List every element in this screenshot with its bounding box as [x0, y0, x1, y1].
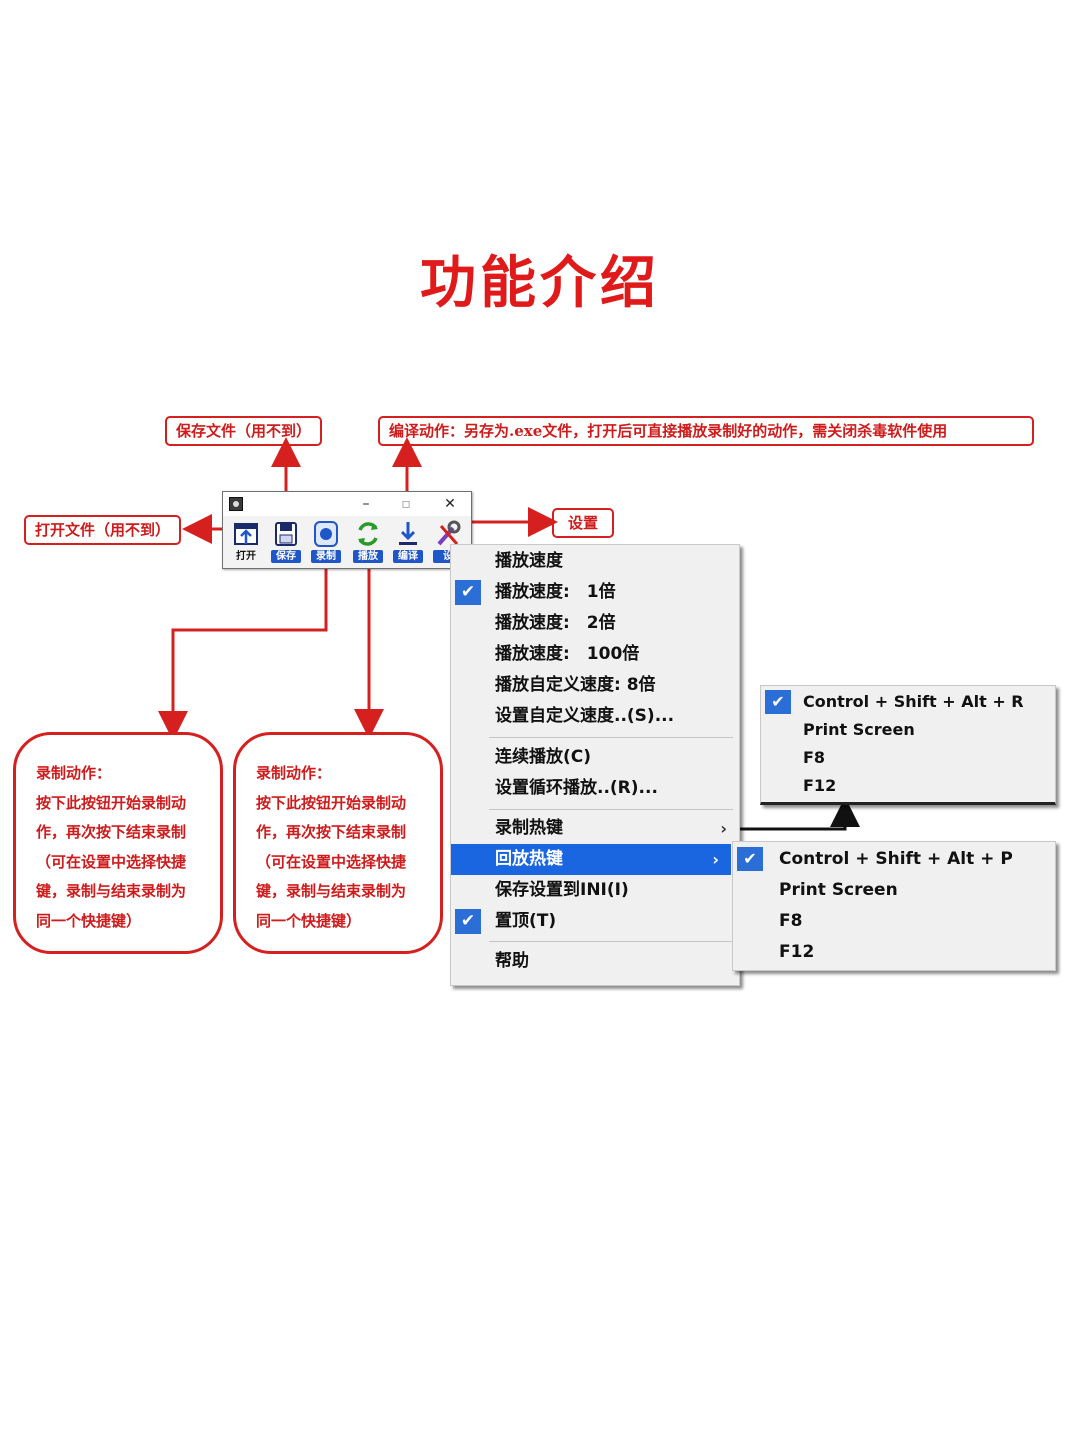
hotkey-label: F12	[779, 942, 815, 962]
play-button[interactable]: 播放	[351, 520, 385, 564]
play-box-line: 作，再次按下结束录制	[256, 823, 407, 841]
record-box-line: 键，录制与结束录制为	[36, 882, 187, 900]
maximize-button[interactable]: ▫	[401, 496, 411, 512]
submenu-arrow-icon: ›	[720, 819, 727, 838]
record-box-line: 同一个快捷键）	[36, 911, 142, 930]
open-folder-icon	[234, 523, 258, 545]
app-window: – ▫ ✕ 打开 保存 录制	[222, 491, 472, 569]
arrow-record	[158, 566, 328, 741]
record-hotkey-option[interactable]: Print Screen	[761, 716, 1055, 744]
menu-item-set-custom-speed[interactable]: 设置自定义速度..(S)...	[451, 701, 739, 732]
play-hotkey-option[interactable]: F8	[733, 906, 1055, 937]
menu-item-always-on-top[interactable]: ✔ 置顶(T)	[451, 906, 739, 937]
menu-item-label: 帮助	[495, 951, 529, 971]
menu-separator	[489, 809, 733, 810]
record-hotkey-submenu: ✔ Control + Shift + Alt + R Print Screen…	[760, 685, 1056, 805]
menu-item-label: 设置循环播放..(R)...	[495, 778, 658, 798]
open-button[interactable]: 打开	[229, 520, 263, 564]
arrow-record-hotkeys	[730, 797, 860, 831]
menu-item-label: 播放速度: 100倍	[495, 644, 640, 664]
download-arrow-icon	[399, 522, 417, 545]
hotkey-label: Print Screen	[779, 880, 898, 900]
menu-item-help[interactable]: 帮助	[451, 946, 739, 977]
tools-icon	[437, 520, 461, 546]
page-title: 功能介绍	[420, 251, 660, 316]
play-box-title: 录制动作：	[256, 764, 332, 782]
play-hotkey-option[interactable]: Print Screen	[733, 875, 1055, 906]
play-label: 播放	[353, 550, 383, 563]
hotkey-label: Control + Shift + Alt + P	[779, 849, 1013, 869]
save-label: 保存	[271, 550, 301, 563]
menu-item-label: 播放速度	[495, 551, 563, 571]
hotkey-label: F8	[803, 748, 826, 767]
callout-compile: 编译动作：另存为.exe文件，打开后可直接播放录制好的动作，需关闭杀毒软件使用	[378, 416, 1034, 446]
callout-save-file: 保存文件（用不到）	[165, 416, 323, 446]
refresh-play-icon	[358, 522, 378, 546]
compile-button[interactable]: 编译	[391, 520, 425, 564]
play-box-line: 按下此按钮开始录制动	[256, 793, 407, 812]
menu-item-speed-100x[interactable]: 播放速度: 100倍	[451, 639, 739, 670]
record-hotkey-option[interactable]: F12	[761, 772, 1055, 800]
play-hotkey-option[interactable]: F12	[733, 937, 1055, 968]
check-icon: ✔	[737, 847, 763, 871]
menu-separator	[489, 941, 733, 942]
open-label: 打开	[236, 551, 256, 562]
record-button[interactable]: 录制	[309, 520, 343, 564]
record-hotkey-option[interactable]: F8	[761, 744, 1055, 772]
hotkey-label: Control + Shift + Alt + R	[803, 692, 1024, 711]
menu-item-label: 播放自定义速度: 8倍	[495, 675, 656, 695]
hotkey-label: Print Screen	[803, 720, 915, 739]
floppy-disk-icon	[275, 522, 297, 546]
close-button[interactable]: ✕	[444, 496, 456, 512]
menu-item-continuous-play[interactable]: 连续播放(C)	[451, 742, 739, 773]
record-label: 录制	[311, 550, 341, 563]
check-icon: ✔	[455, 909, 481, 934]
record-box-title: 录制动作：	[36, 764, 112, 782]
menu-item-speed-1x[interactable]: ✔ 播放速度: 1倍	[451, 577, 739, 608]
menu-item-loop-play[interactable]: 设置循环播放..(R)...	[451, 773, 739, 804]
menu-item-play-speed[interactable]: 播放速度	[451, 546, 739, 577]
submenu-arrow-icon: ›	[712, 850, 719, 869]
play-box-line: （可在设置中选择快捷	[256, 852, 407, 871]
record-box-line: （可在设置中选择快捷	[36, 852, 187, 871]
menu-item-label: 设置自定义速度..(S)...	[495, 706, 675, 726]
menu-item-label: 播放速度: 2倍	[495, 613, 616, 633]
record-box-line: 作，再次按下结束录制	[36, 823, 187, 841]
check-icon: ✔	[455, 580, 481, 605]
menu-item-label: 回放热键	[495, 849, 563, 869]
play-box-line: 键，录制与结束录制为	[256, 882, 407, 900]
menu-separator	[489, 737, 733, 738]
record-icon	[314, 521, 338, 547]
menu-item-record-hotkey[interactable]: 录制热键 ›	[451, 813, 739, 844]
settings-menu: 播放速度 ✔ 播放速度: 1倍 播放速度: 2倍 播放速度: 100倍 播放自定…	[450, 544, 740, 986]
menu-item-label: 保存设置到INI(I)	[495, 880, 629, 900]
app-icon	[229, 497, 243, 511]
menu-item-custom-speed[interactable]: 播放自定义速度: 8倍	[451, 670, 739, 701]
menu-item-speed-2x[interactable]: 播放速度: 2倍	[451, 608, 739, 639]
save-button[interactable]: 保存	[269, 520, 303, 564]
menu-item-label: 录制热键	[495, 818, 563, 838]
hotkey-label: F12	[803, 776, 837, 795]
menu-item-play-hotkey[interactable]: 回放热键 ›	[451, 844, 731, 875]
menu-item-label: 播放速度: 1倍	[495, 582, 616, 602]
record-description-box: 录制动作： 按下此按钮开始录制动 作，再次按下结束录制 （可在设置中选择快捷 键…	[13, 732, 223, 954]
callout-open-file: 打开文件（用不到）	[24, 515, 182, 545]
play-box-line: 同一个快捷键）	[256, 911, 362, 930]
play-description-box: 录制动作： 按下此按钮开始录制动 作，再次按下结束录制 （可在设置中选择快捷 键…	[233, 732, 443, 954]
record-hotkey-option[interactable]: ✔ Control + Shift + Alt + R	[761, 688, 1055, 716]
menu-item-save-ini[interactable]: 保存设置到INI(I)	[451, 875, 739, 906]
record-box-line: 按下此按钮开始录制动	[36, 793, 187, 812]
hotkey-label: F8	[779, 911, 803, 931]
check-icon: ✔	[765, 690, 791, 714]
play-hotkey-submenu: ✔ Control + Shift + Alt + P Print Screen…	[732, 841, 1056, 971]
menu-item-label: 置顶(T)	[495, 911, 557, 931]
play-hotkey-option[interactable]: ✔ Control + Shift + Alt + P	[733, 844, 1055, 875]
callout-settings: 设置	[552, 508, 615, 538]
menu-item-label: 连续播放(C)	[495, 747, 592, 767]
minimize-button[interactable]: –	[362, 496, 370, 512]
title-bar: – ▫ ✕	[223, 492, 471, 516]
compile-label: 编译	[393, 550, 423, 563]
